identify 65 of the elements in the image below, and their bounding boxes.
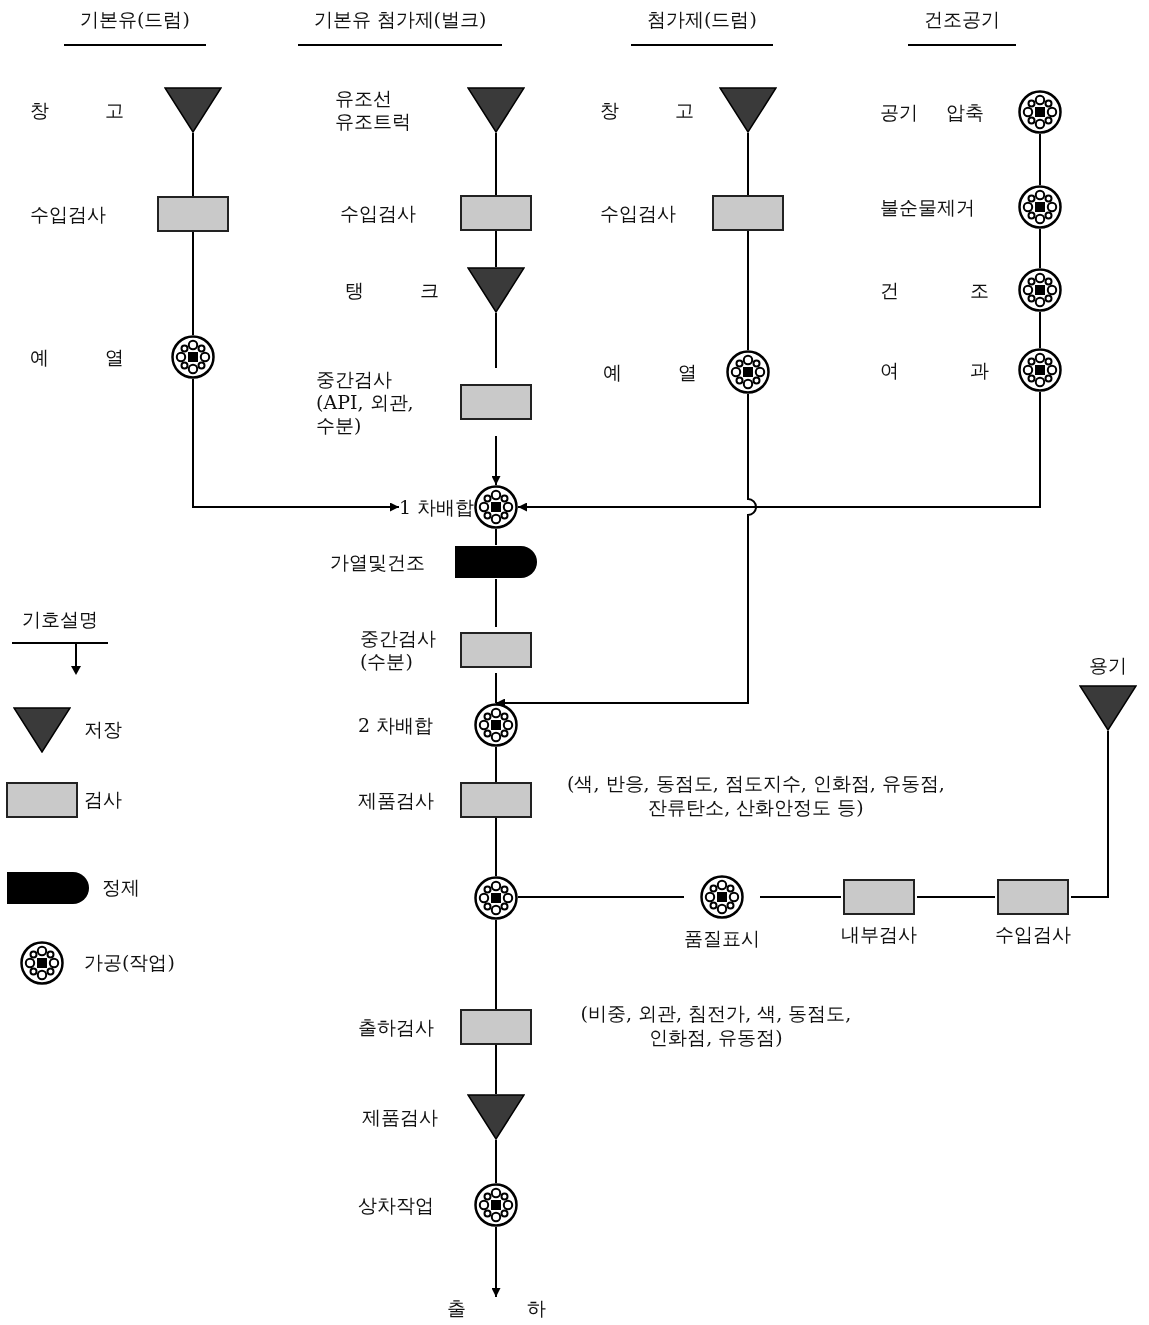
note-text: (색, 반응, 동점도, 점도지수, 인화점, 유동점, 잔류탄소, 산화안정도 등) <box>566 772 946 820</box>
arrow <box>491 435 501 486</box>
flow-line <box>759 896 842 898</box>
step-label: 유조선 유조트럭 <box>335 87 412 133</box>
flow-line <box>747 230 749 351</box>
step-label: 불순물제거 <box>880 195 976 219</box>
step-label: 품질표시 <box>684 927 760 950</box>
flow-line <box>495 817 497 877</box>
step-label: 내부검사 <box>841 923 917 946</box>
step-label: 건 조 <box>880 278 991 302</box>
arrow <box>491 1226 501 1298</box>
step-label: 2 차배합 <box>358 713 435 737</box>
flow-line <box>495 1139 497 1184</box>
step-label: 제품검사 <box>358 788 435 812</box>
flow-line <box>495 312 497 369</box>
step-label: 상차작업 <box>358 1193 435 1217</box>
flow-line <box>495 746 497 783</box>
step-label: 공기 압축 <box>880 100 986 124</box>
flow-line <box>192 231 194 336</box>
flow-line <box>192 132 194 197</box>
step-label: 수입검사 <box>30 202 107 226</box>
column-heading: 첨가제(드럼) <box>631 8 773 46</box>
step-label: 탱 크 <box>345 278 441 302</box>
step-label: 용기 <box>1089 654 1127 677</box>
step-label: 중간검사 (수분) <box>360 627 437 673</box>
step-label: 중간검사 (API, 외관, 수분) <box>316 368 415 437</box>
column-heading: 기본유(드럼) <box>64 8 206 46</box>
flow-line <box>1039 311 1041 349</box>
legend-text: 검사 <box>84 788 122 812</box>
step-label: 수입검사 <box>600 201 677 225</box>
flow-line <box>495 230 497 268</box>
flow-line <box>495 1044 497 1095</box>
step-label: 출 하 <box>446 1296 546 1320</box>
flow-line <box>1039 133 1041 186</box>
column-heading: 기본유 첨가제(벌크) <box>297 8 503 46</box>
flow-line <box>517 896 685 898</box>
flow-line <box>1039 228 1041 269</box>
step-label: 예 열 <box>30 345 126 369</box>
step-label: 창 고 <box>600 98 696 122</box>
step-label: 여 과 <box>880 358 991 382</box>
arrow <box>517 391 1041 512</box>
note-text: (비중, 외관, 침전가, 색, 동점도, 인화점, 유동점) <box>579 1002 853 1050</box>
flow-line <box>495 132 497 196</box>
arrow <box>192 378 400 512</box>
flow-line <box>495 528 497 546</box>
column-heading: 건조공기 <box>908 8 1016 46</box>
step-label: 예 열 <box>603 360 699 384</box>
flow-line <box>495 578 497 628</box>
legend-text: 정제 <box>102 876 140 900</box>
flow-line <box>1070 730 1109 898</box>
step-label: 수입검사 <box>340 201 417 225</box>
legend-text: 가공(작업) <box>84 951 175 975</box>
step-label: 출하검사 <box>358 1015 435 1039</box>
step-label: 수입검사 <box>995 923 1071 946</box>
legend-heading: 기호설명 <box>12 608 108 644</box>
step-label: 가열및건조 <box>330 550 426 574</box>
flow-line <box>495 672 497 704</box>
flow-line <box>747 132 749 196</box>
arrow <box>495 393 757 708</box>
step-label: 창 고 <box>30 98 126 122</box>
flow-line <box>916 896 996 898</box>
step-label: 1 차배합 <box>399 495 475 519</box>
step-label: 제품검사 <box>362 1105 439 1129</box>
legend-text: 저장 <box>84 718 122 742</box>
flow-line <box>495 919 497 1010</box>
